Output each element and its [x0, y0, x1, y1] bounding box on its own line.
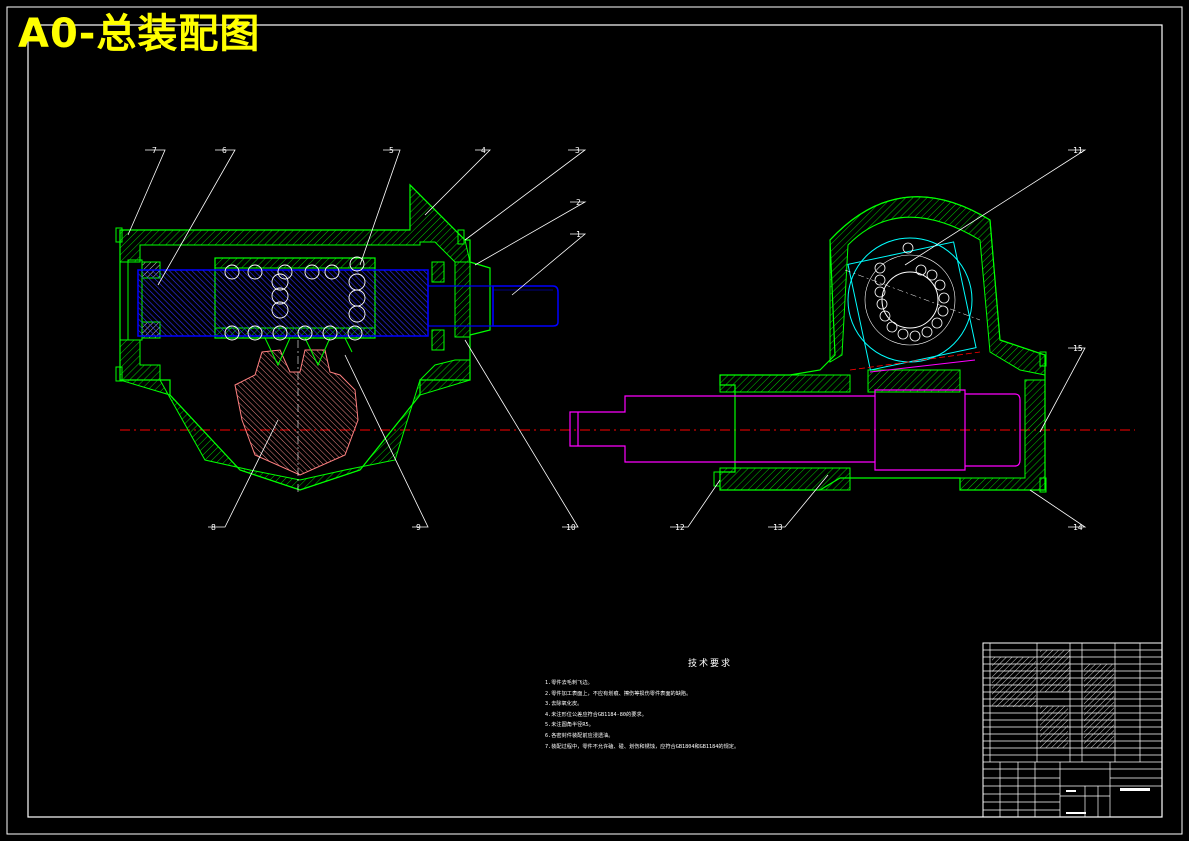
inner-frame [27, 24, 1163, 818]
part-label-9: 9 [416, 523, 421, 532]
part-label-7: 7 [152, 146, 157, 155]
part-label-4: 4 [481, 146, 486, 155]
part-label-14: 14 [1073, 523, 1083, 532]
part-label-1: 1 [576, 230, 581, 239]
part-label-15: 15 [1073, 344, 1083, 353]
screw-balls [224, 256, 366, 341]
right-housing [713, 196, 1047, 493]
part-label-3: 3 [575, 146, 580, 155]
part-label-6: 6 [222, 146, 227, 155]
tech-line-4: 4.未注形位公差应符合GB1184-80的要求。 [545, 711, 647, 718]
part-label-8: 8 [211, 523, 216, 532]
bearing-assembly [844, 237, 981, 373]
leader-lines [127, 149, 1087, 528]
title-block [982, 642, 1163, 818]
part-labels: 7 6 5 4 3 2 1 8 9 10 11 15 14 13 12 [152, 146, 1083, 532]
tech-line-1: 1.零件去毛刺飞边。 [545, 680, 593, 686]
tech-requirements: 技术要求 1.零件去毛刺飞边。 2.零件加工表面上，不应有划痕、擦伤等损伤零件表… [545, 656, 875, 752]
outer-frame [6, 6, 1183, 835]
sector-gear [234, 340, 359, 495]
part-label-11: 11 [1073, 146, 1083, 155]
tech-requirements-title: 技术要求 [687, 659, 732, 669]
screw-shaft [137, 269, 559, 337]
drawing-title: A0-总装配图 [18, 11, 261, 57]
tech-line-6: 6.各密封件装配前应浸透油。 [545, 732, 614, 739]
sector-shaft [569, 389, 1021, 471]
tech-line-5: 5.未注圆角半径R5。 [545, 722, 594, 729]
part-label-13: 13 [773, 523, 783, 532]
tech-line-3: 3.去除氧化皮。 [545, 701, 583, 708]
part-label-12: 12 [675, 523, 685, 532]
left-housing [115, 183, 491, 491]
tech-line-2: 2.零件加工表面上，不应有划痕、擦伤等损伤零件表面的缺陷。 [545, 690, 692, 697]
part-label-5: 5 [389, 146, 394, 155]
tech-line-7: 7.装配过程中，零件不允许磕、碰、划伤和锈蚀，应符合GB1804和GB1184的… [545, 743, 740, 750]
part-label-2: 2 [576, 198, 581, 207]
part-label-10: 10 [566, 523, 576, 532]
